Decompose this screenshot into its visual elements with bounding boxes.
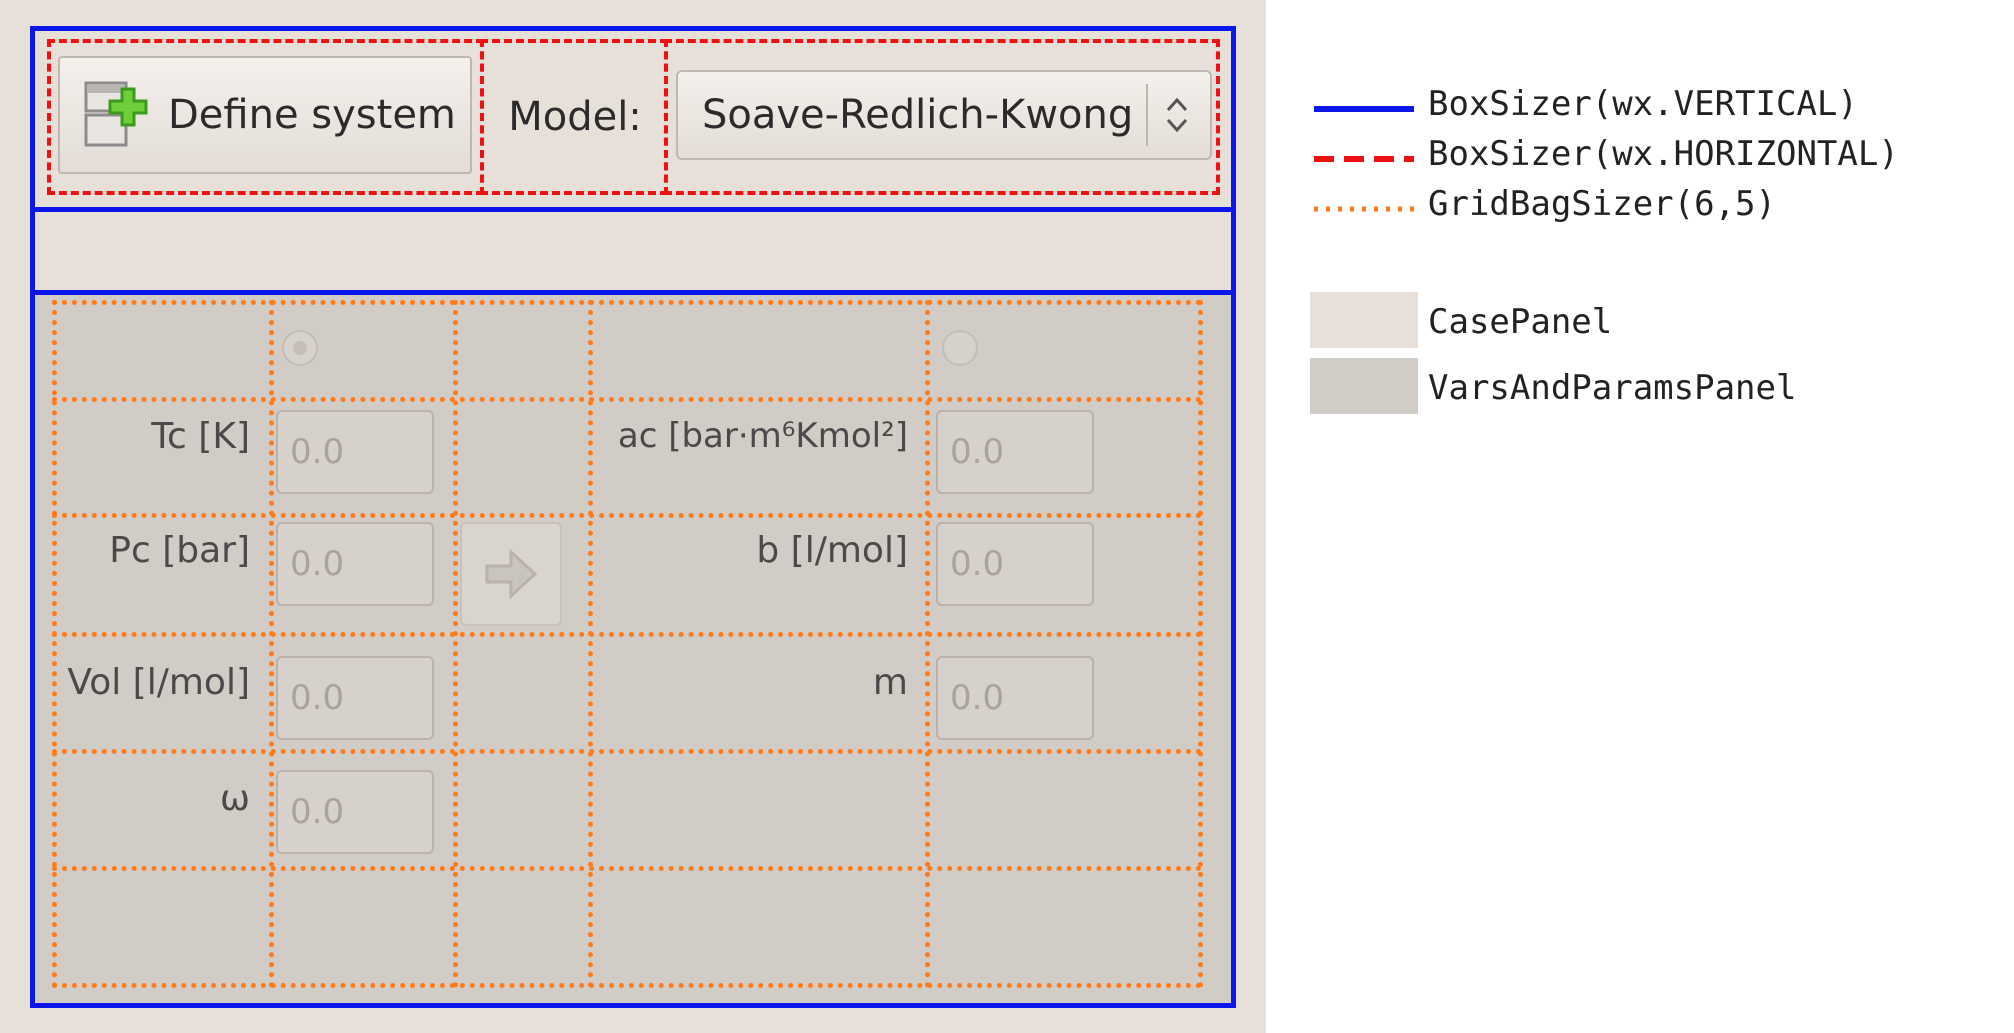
model-select[interactable]: Soave-Redlich-Kwong [676,70,1212,160]
define-system-button[interactable]: Define system [58,56,472,174]
grid-col-line [588,300,593,988]
vol-input[interactable]: 0.0 [276,656,434,740]
horizontal-sizer-model-select [664,39,1220,195]
b-input[interactable]: 0.0 [936,522,1094,606]
add-system-icon [84,81,148,147]
right-arrow-icon [485,548,538,600]
legend-case-panel-swatch [1310,292,1418,348]
grid-col-line [1198,300,1203,988]
pc-input[interactable]: 0.0 [276,522,434,606]
grid-row-line [52,866,1202,871]
legend-vars-panel-text: VarsAndParamsPanel [1428,368,1797,408]
select-divider [1146,84,1148,146]
model-select-value: Soave-Redlich-Kwong [702,92,1134,138]
vertical-sizer-middle [30,207,1236,295]
grid-col-line [52,300,57,988]
model-label: Model: [508,94,642,140]
grid-col-line [925,300,930,988]
vertical-sizer-bottom [30,290,1236,1008]
define-system-label: Define system [168,92,456,138]
legend-horizontal-text: BoxSizer(wx.HORIZONTAL) [1428,134,1899,174]
ac-label: ac [bar·m⁶Kmol²] [617,416,908,456]
grid-row-line [52,983,1202,988]
vol-label: Vol [l/mol] [67,662,250,703]
pc-label: Pc [bar] [109,530,250,571]
up-down-chevron-icon [1166,97,1188,133]
legend-horizontal-line [1314,156,1414,162]
omega-input[interactable]: 0.0 [276,770,434,854]
b-label: b [l/mol] [756,530,908,571]
grid-col-line [453,300,458,988]
transfer-button[interactable] [460,522,562,626]
grid-row-line [52,749,1202,754]
grid-col-line [269,300,274,988]
legend-vars-panel-swatch [1310,358,1418,414]
tc-label: Tc [K] [151,416,250,457]
grid-row-line [52,513,1202,518]
right-radio-button[interactable] [942,330,978,366]
m-input[interactable]: 0.0 [936,656,1094,740]
ac-input[interactable]: 0.0 [936,410,1094,494]
grid-row-line [52,397,1202,402]
legend-vertical-text: BoxSizer(wx.VERTICAL) [1428,84,1858,124]
grid-row-line [52,300,1202,305]
legend-gridbag-line [1314,206,1414,212]
m-label: m [872,662,908,703]
tc-input[interactable]: 0.0 [276,410,434,494]
legend-gridbag-text: GridBagSizer(6,5) [1428,184,1776,224]
legend-vertical-line [1314,106,1414,112]
grid-row-line [52,632,1202,637]
omega-label: ω [219,778,250,819]
legend-case-panel-text: CasePanel [1428,302,1613,342]
left-radio-button[interactable] [282,330,318,366]
